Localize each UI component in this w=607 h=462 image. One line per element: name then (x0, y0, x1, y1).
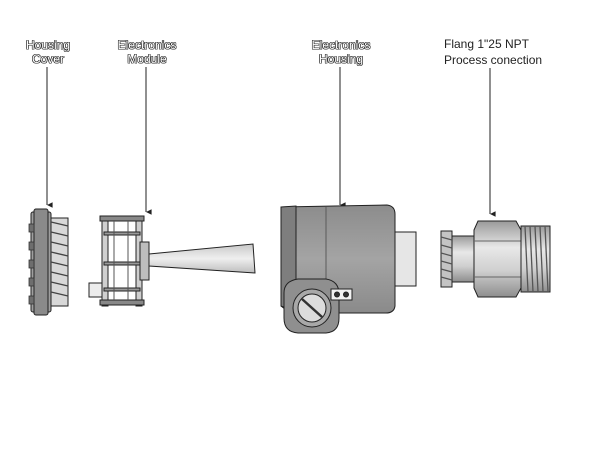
label-housing-cover: Housing Cover (20, 38, 76, 66)
label-electronics-module: Electronics Module (108, 38, 186, 66)
label-electronics-module-line2: Module (127, 52, 167, 66)
label-electronics-housing-line1: Electronics (311, 38, 371, 52)
process-connection-part (440, 220, 551, 298)
label-process-connection-line2: Process conection (444, 53, 543, 67)
housing-cover-part (28, 208, 69, 316)
label-electronics-housing-line2: Housing (318, 52, 364, 66)
label-electronics-housing: Electronics Housing (302, 38, 380, 66)
label-process-connection: Flang 1"25 NPT Process conection (444, 37, 542, 67)
leader-lines (46, 67, 496, 217)
label-electronics-module-line1: Electronics (117, 38, 177, 52)
label-housing-cover-line2: Cover (31, 52, 64, 66)
label-process-connection-line1: Flang 1"25 NPT (444, 37, 529, 51)
label-housing-cover-line1: Housing (25, 38, 71, 52)
electronics-module-part (88, 215, 256, 307)
electronics-housing-part (280, 204, 417, 334)
